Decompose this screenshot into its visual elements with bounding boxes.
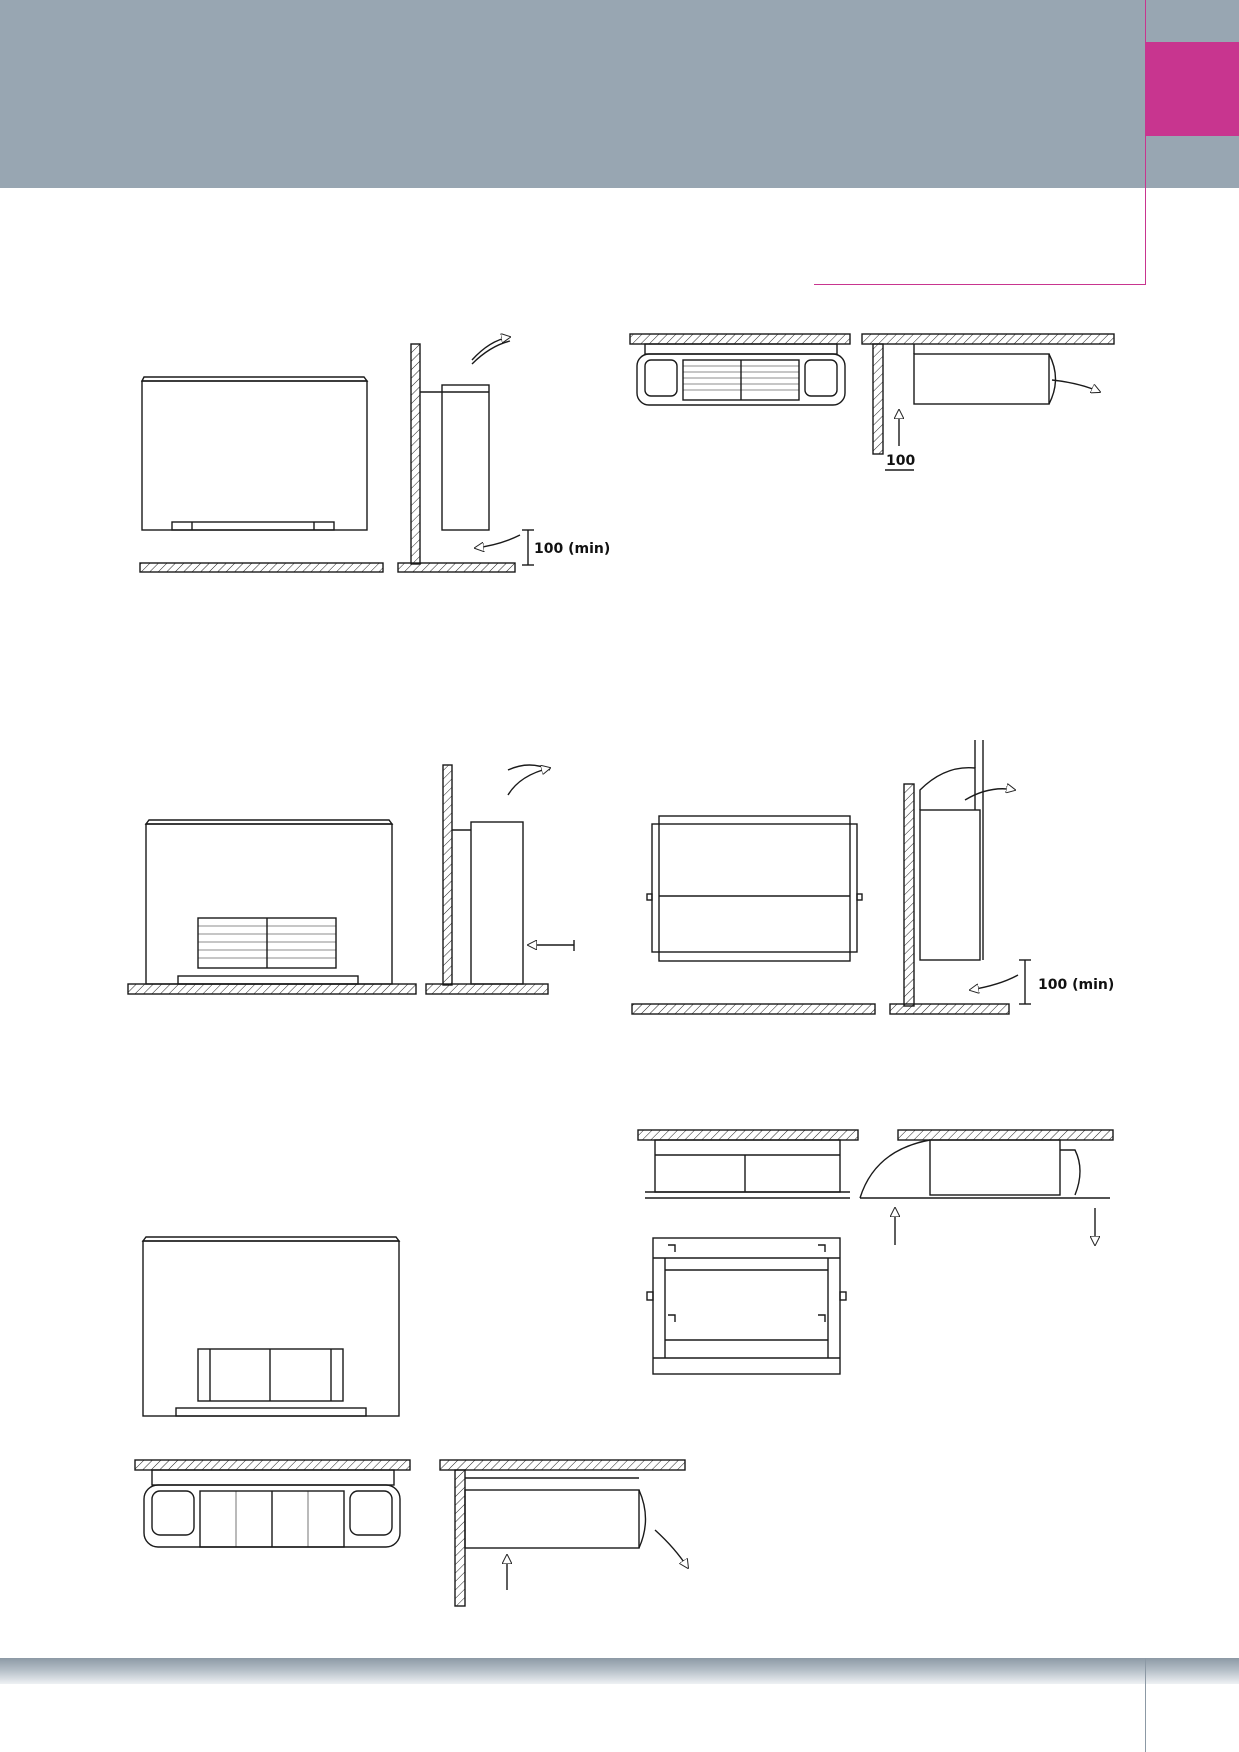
footer-rule-vertical [1145,1658,1146,1752]
fig4-clearance-label: 100 (min) [1038,977,1114,993]
fig5-ceiling-front-view [134,1459,411,1548]
fig2-front-view [629,333,851,406]
fig1-front-view [139,376,384,573]
fig5-front-view [141,1236,401,1417]
header-band [0,0,1239,188]
fig2-clearance-label: 100 [886,453,915,469]
fig4-side-view [889,740,1031,1015]
fig6-side-view [859,1129,1114,1245]
fig5-side-view [439,1459,688,1607]
fig6-front-view [637,1129,859,1199]
fig3-front-view [127,819,417,995]
fig2-side-view [861,333,1115,471]
accent-rule-vertical [1145,0,1146,285]
fig1-side-view [397,337,534,573]
section-tab [1146,42,1239,136]
fig6-plan-view [646,1237,847,1375]
fig1-clearance-label: 100 (min) [534,541,610,557]
footer-band [0,1658,1239,1684]
accent-rule-horizontal [814,284,1146,285]
fig4-front-view [631,815,876,1015]
fig3-side-view [425,764,575,995]
